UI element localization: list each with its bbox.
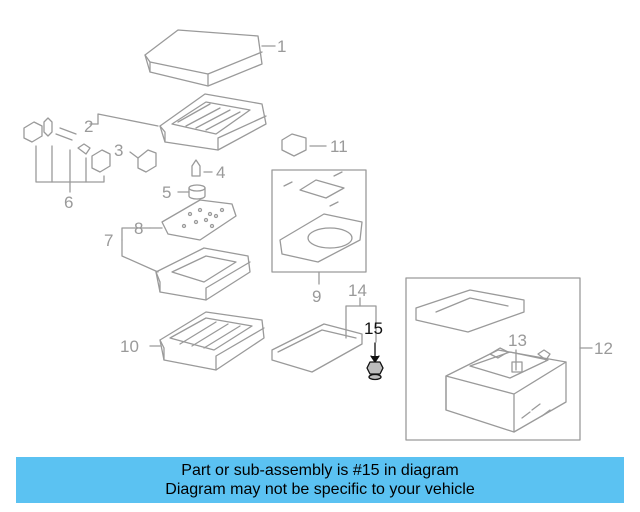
- callout-4: 4: [216, 163, 226, 182]
- callout-10: 10: [120, 337, 139, 356]
- part-14-panel: [271, 297, 377, 373]
- callout-1: 1: [277, 37, 287, 56]
- callout-8: 8: [134, 219, 144, 238]
- part-6-hardware-group: [23, 117, 111, 193]
- part-1-armrest-lid: [144, 29, 276, 87]
- info-banner: Part or sub-assembly is #15 in diagram D…: [16, 457, 624, 503]
- part-10-console-base: [149, 311, 265, 371]
- part-2-lid-inner-panel: [89, 93, 267, 151]
- part-9-box: [271, 169, 367, 285]
- part-8-pad: [149, 199, 237, 241]
- part-3-latch: [129, 149, 157, 173]
- callout-9: 9: [312, 287, 322, 306]
- callout-14: 14: [348, 281, 367, 300]
- callout-15-highlighted: 15: [364, 319, 383, 338]
- callout-12: 12: [594, 339, 613, 358]
- banner-line-2: Diagram may not be specific to your vehi…: [165, 481, 475, 498]
- part-7-storage-tray: [121, 227, 251, 301]
- part-4-clip: [191, 159, 213, 177]
- callout-6: 6: [64, 193, 74, 212]
- part-13-insert: [489, 347, 551, 373]
- part-11-clip: [281, 133, 327, 157]
- callout-13: 13: [508, 331, 527, 350]
- part-5-damper: [177, 184, 206, 200]
- callout-2: 2: [84, 117, 94, 136]
- callout-7: 7: [104, 231, 114, 250]
- callout-3: 3: [114, 141, 124, 160]
- part-12-console-housing: [405, 277, 593, 441]
- part-15-push-clip: [366, 342, 384, 381]
- callout-11: 11: [330, 137, 348, 156]
- banner-line-1: Part or sub-assembly is #15 in diagram: [181, 462, 459, 479]
- parts-exploded-diagram: [23, 29, 593, 441]
- callout-5: 5: [162, 183, 172, 202]
